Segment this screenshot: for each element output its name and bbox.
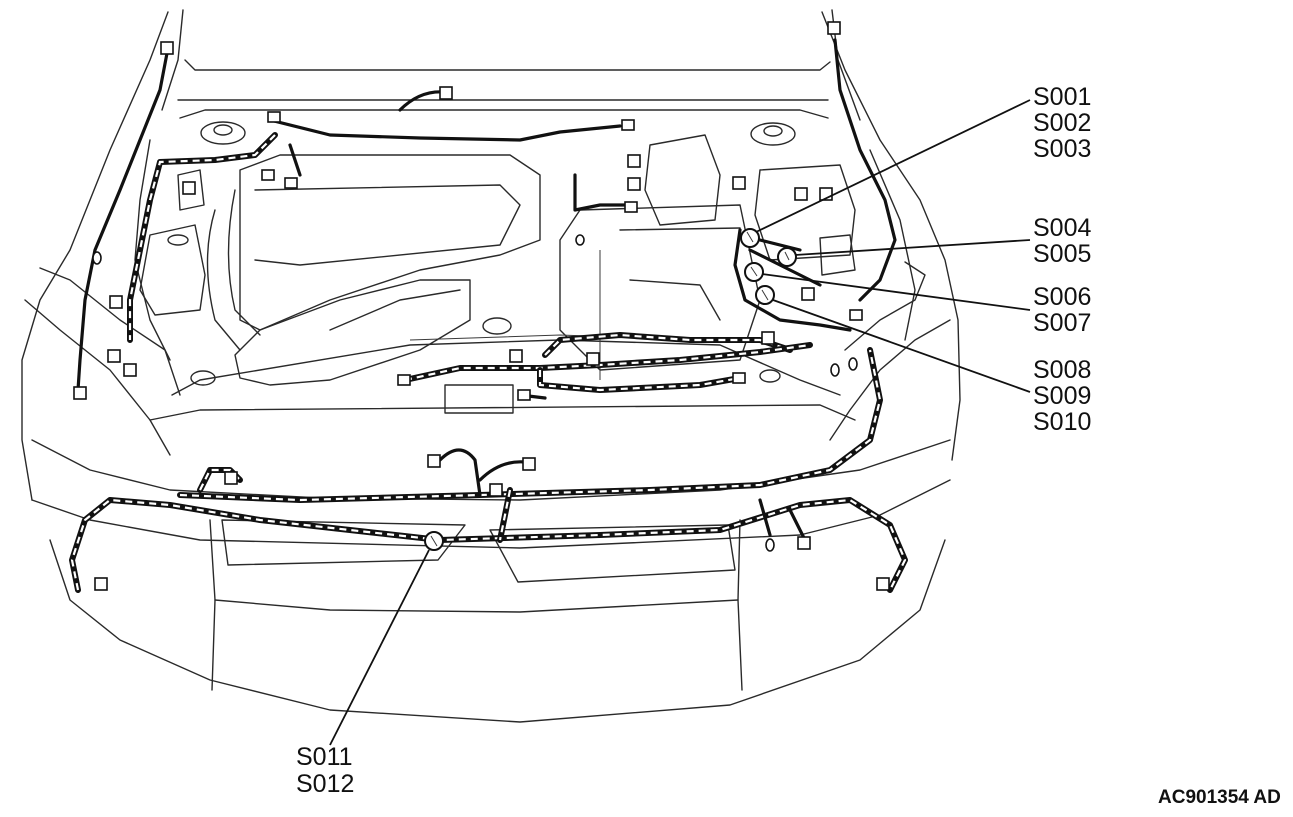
- splice-markers: [424, 228, 797, 551]
- leader-lines: [329, 99, 1031, 746]
- harness-routes: [69, 38, 908, 593]
- splice-labels: S001 S002 S003 S004 S005 S006 S007 S008 …: [296, 83, 1281, 808]
- label-s008: S008: [1033, 356, 1091, 384]
- label-s001: S001: [1033, 83, 1091, 111]
- label-s002: S002: [1033, 109, 1091, 137]
- label-s007: S007: [1033, 309, 1091, 337]
- connectors: [73, 21, 890, 591]
- label-s009: S009: [1033, 382, 1091, 410]
- label-s011: S011: [296, 743, 353, 771]
- label-s010: S010: [1033, 408, 1091, 436]
- label-s012: S012: [296, 770, 354, 798]
- label-s005: S005: [1033, 240, 1091, 268]
- figure-code: AC901354 AD: [1158, 787, 1281, 808]
- label-s003: S003: [1033, 135, 1091, 163]
- splice-s001-s003-marker: [740, 228, 760, 248]
- label-s006: S006: [1033, 283, 1091, 311]
- car-body: [21, 9, 961, 723]
- label-s004: S004: [1033, 214, 1091, 242]
